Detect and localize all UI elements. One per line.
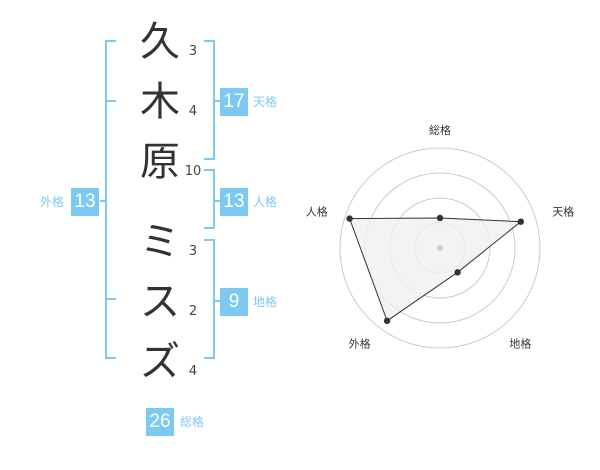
radar-axis-label-3: 地格 xyxy=(509,337,531,351)
chikaku-label: 地格 xyxy=(253,295,278,309)
gaikaku-bracket xyxy=(100,40,116,359)
radar-point-2 xyxy=(517,218,524,225)
radar-point-4 xyxy=(383,317,391,324)
stroke-count-3: 10 xyxy=(184,164,202,179)
name-char-2: 木 xyxy=(140,79,180,125)
radar-ring xyxy=(339,147,541,349)
radar-axis-label-4: 外格 xyxy=(349,337,371,351)
name-char-4: ミ xyxy=(140,219,180,265)
stroke-count-5: 2 xyxy=(188,304,198,319)
chikaku-bracket xyxy=(204,239,220,359)
radar-axis-label-2: 天格 xyxy=(552,205,574,219)
tenkaku-value-badge: 17 xyxy=(220,88,248,116)
jinkaku-label: 人格 xyxy=(253,195,278,209)
radar-axis-label-1: 総格 xyxy=(429,123,451,137)
stroke-count-1: 3 xyxy=(188,44,198,59)
soukaku-value-badge: 26 xyxy=(146,408,174,436)
radar-axis-label-5: 人格 xyxy=(306,205,328,219)
tenkaku-label: 天格 xyxy=(253,95,278,109)
radar-area xyxy=(348,217,523,322)
tenkaku-bracket xyxy=(204,40,220,160)
stroke-count-6: 4 xyxy=(188,364,198,379)
name-char-6: ズ xyxy=(140,339,180,385)
jinkaku-value-badge: 13 xyxy=(220,188,248,216)
radar-point-1 xyxy=(436,214,444,222)
gaikaku-label: 外格 xyxy=(40,195,65,209)
chikaku-value-badge: 9 xyxy=(220,288,248,316)
stroke-count-2: 4 xyxy=(188,104,198,119)
name-char-1: 久 xyxy=(140,19,180,65)
jinkaku-bracket xyxy=(204,169,220,229)
radar-center xyxy=(437,245,443,251)
stroke-count-4: 3 xyxy=(188,244,198,259)
soukaku-label: 総格 xyxy=(180,415,205,429)
name-char-3: 原 xyxy=(140,139,180,185)
radar-point-5 xyxy=(346,215,353,222)
gaikaku-value-badge: 13 xyxy=(71,188,99,216)
name-char-5: ス xyxy=(140,279,180,325)
radar-point-3 xyxy=(454,269,461,276)
